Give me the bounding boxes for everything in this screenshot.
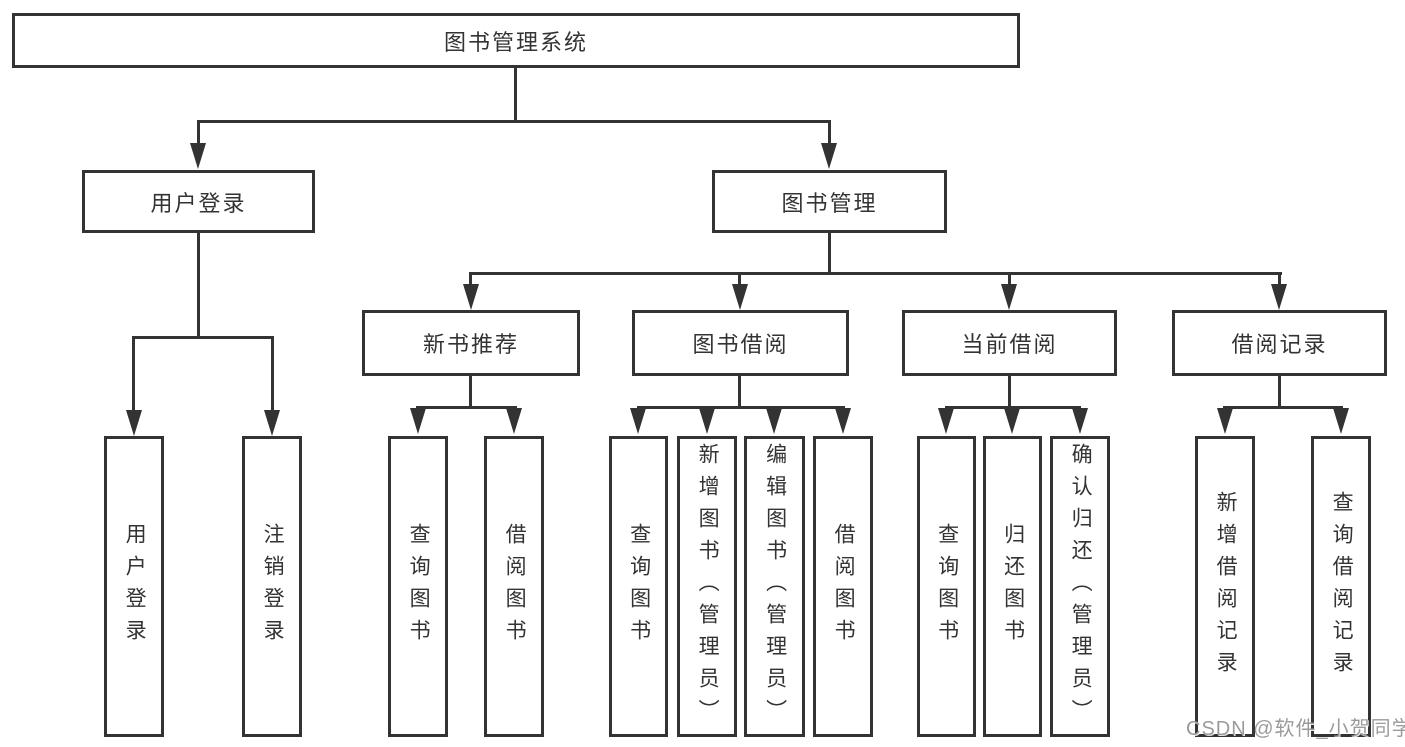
- leaf-edit-books-admin-label: 编辑图书（管理员）: [763, 442, 787, 731]
- down-arrowhead: [699, 408, 715, 434]
- leaf-return-books-label: 归还图书: [1001, 522, 1025, 651]
- node-borrowing-records: 借阅记录: [1172, 310, 1387, 376]
- leaf-recommend-borrow-books-label: 借阅图书: [503, 522, 527, 651]
- leaf-add-books-admin-label: 新增图书（管理员）: [696, 442, 720, 731]
- connector-line: [1008, 272, 1011, 290]
- down-arrowhead: [835, 408, 851, 434]
- node-current-borrowing-label: 当前借阅: [961, 332, 1058, 357]
- csdn-watermark: CSDN @软件_小贺同学: [1186, 718, 1405, 740]
- leaf-borrowing-query-books: 查询图书: [609, 436, 668, 737]
- down-arrowhead: [1004, 408, 1020, 434]
- connector-line: [197, 233, 200, 339]
- leaf-edit-books-admin: 编辑图书（管理员）: [744, 436, 805, 737]
- connector-line: [1008, 376, 1011, 409]
- leaf-recommend-borrow-books: 借阅图书: [484, 436, 544, 737]
- down-arrowhead: [1271, 284, 1287, 310]
- node-root-label: 图书管理系统: [443, 29, 588, 55]
- node-borrowing-records-label: 借阅记录: [1231, 332, 1328, 357]
- node-book-borrowing-label: 图书借阅: [692, 332, 789, 357]
- leaf-confirm-return-admin-label: 确认归还（管理员）: [1069, 442, 1093, 731]
- node-book-management-label: 图书管理: [781, 190, 878, 216]
- connector-line: [271, 336, 274, 416]
- connector-line: [1223, 406, 1343, 409]
- connector-line: [132, 336, 274, 339]
- leaf-query-borrow-record: 查询借阅记录: [1311, 436, 1371, 737]
- connector-line: [828, 233, 831, 275]
- leaf-add-borrow-record-label: 新增借阅记录: [1214, 490, 1238, 683]
- down-arrowhead: [264, 410, 280, 436]
- connector-line: [469, 272, 472, 290]
- leaf-logout-label: 注销登录: [261, 522, 285, 651]
- leaf-add-books-admin: 新增图书（管理员）: [677, 436, 737, 737]
- connector-line: [945, 406, 1081, 409]
- down-arrowhead: [1217, 408, 1233, 434]
- down-arrowhead: [938, 408, 954, 434]
- connector-line: [469, 376, 472, 409]
- down-arrowhead: [821, 143, 837, 169]
- connector-line: [738, 272, 741, 290]
- down-arrowhead: [190, 143, 206, 169]
- leaf-return-books: 归还图书: [983, 436, 1042, 737]
- down-arrowhead: [463, 284, 479, 310]
- connector-line: [197, 120, 831, 123]
- down-arrowhead: [1072, 408, 1088, 434]
- leaf-borrowing-query-books-label: 查询图书: [627, 522, 651, 651]
- down-arrowhead: [732, 284, 748, 310]
- leaf-add-borrow-record: 新增借阅记录: [1195, 436, 1255, 737]
- connector-line: [1278, 272, 1281, 290]
- leaf-user-login-label: 用户登录: [123, 522, 147, 651]
- down-arrowhead: [1333, 408, 1349, 434]
- node-book-borrowing: 图书借阅: [632, 310, 849, 376]
- down-arrowhead: [506, 408, 522, 434]
- connector-line: [416, 406, 517, 409]
- node-current-borrowing: 当前借阅: [902, 310, 1117, 376]
- connector-line: [197, 120, 200, 150]
- leaf-current-query-books: 查询图书: [917, 436, 976, 737]
- node-book-management: 图书管理: [712, 170, 947, 233]
- node-user-login: 用户登录: [82, 170, 315, 233]
- connector-line: [132, 336, 135, 416]
- leaf-current-query-books-label: 查询图书: [935, 522, 959, 651]
- leaf-borrowing-borrow-books: 借阅图书: [813, 436, 873, 737]
- node-user-login-label: 用户登录: [150, 190, 247, 216]
- leaf-logout: 注销登录: [242, 436, 302, 737]
- down-arrowhead: [766, 408, 782, 434]
- connector-line: [514, 68, 517, 123]
- leaf-confirm-return-admin: 确认归还（管理员）: [1050, 436, 1110, 737]
- connector-line: [637, 406, 845, 409]
- leaf-recommend-query-books: 查询图书: [388, 436, 448, 737]
- down-arrowhead: [1001, 284, 1017, 310]
- connector-line: [1278, 376, 1281, 409]
- leaf-recommend-query-books-label: 查询图书: [407, 522, 431, 651]
- leaf-query-borrow-record-label: 查询借阅记录: [1330, 490, 1354, 683]
- down-arrowhead: [630, 408, 646, 434]
- connector-line: [738, 376, 741, 409]
- leaf-borrowing-borrow-books-label: 借阅图书: [832, 522, 856, 651]
- down-arrowhead: [410, 408, 426, 434]
- leaf-user-login: 用户登录: [104, 436, 164, 737]
- connector-line: [828, 120, 831, 150]
- connector-line: [469, 272, 1282, 275]
- node-new-book-recommend: 新书推荐: [362, 310, 580, 376]
- down-arrowhead: [126, 410, 142, 436]
- node-root: 图书管理系统: [12, 13, 1020, 68]
- node-new-book-recommend-label: 新书推荐: [422, 332, 519, 357]
